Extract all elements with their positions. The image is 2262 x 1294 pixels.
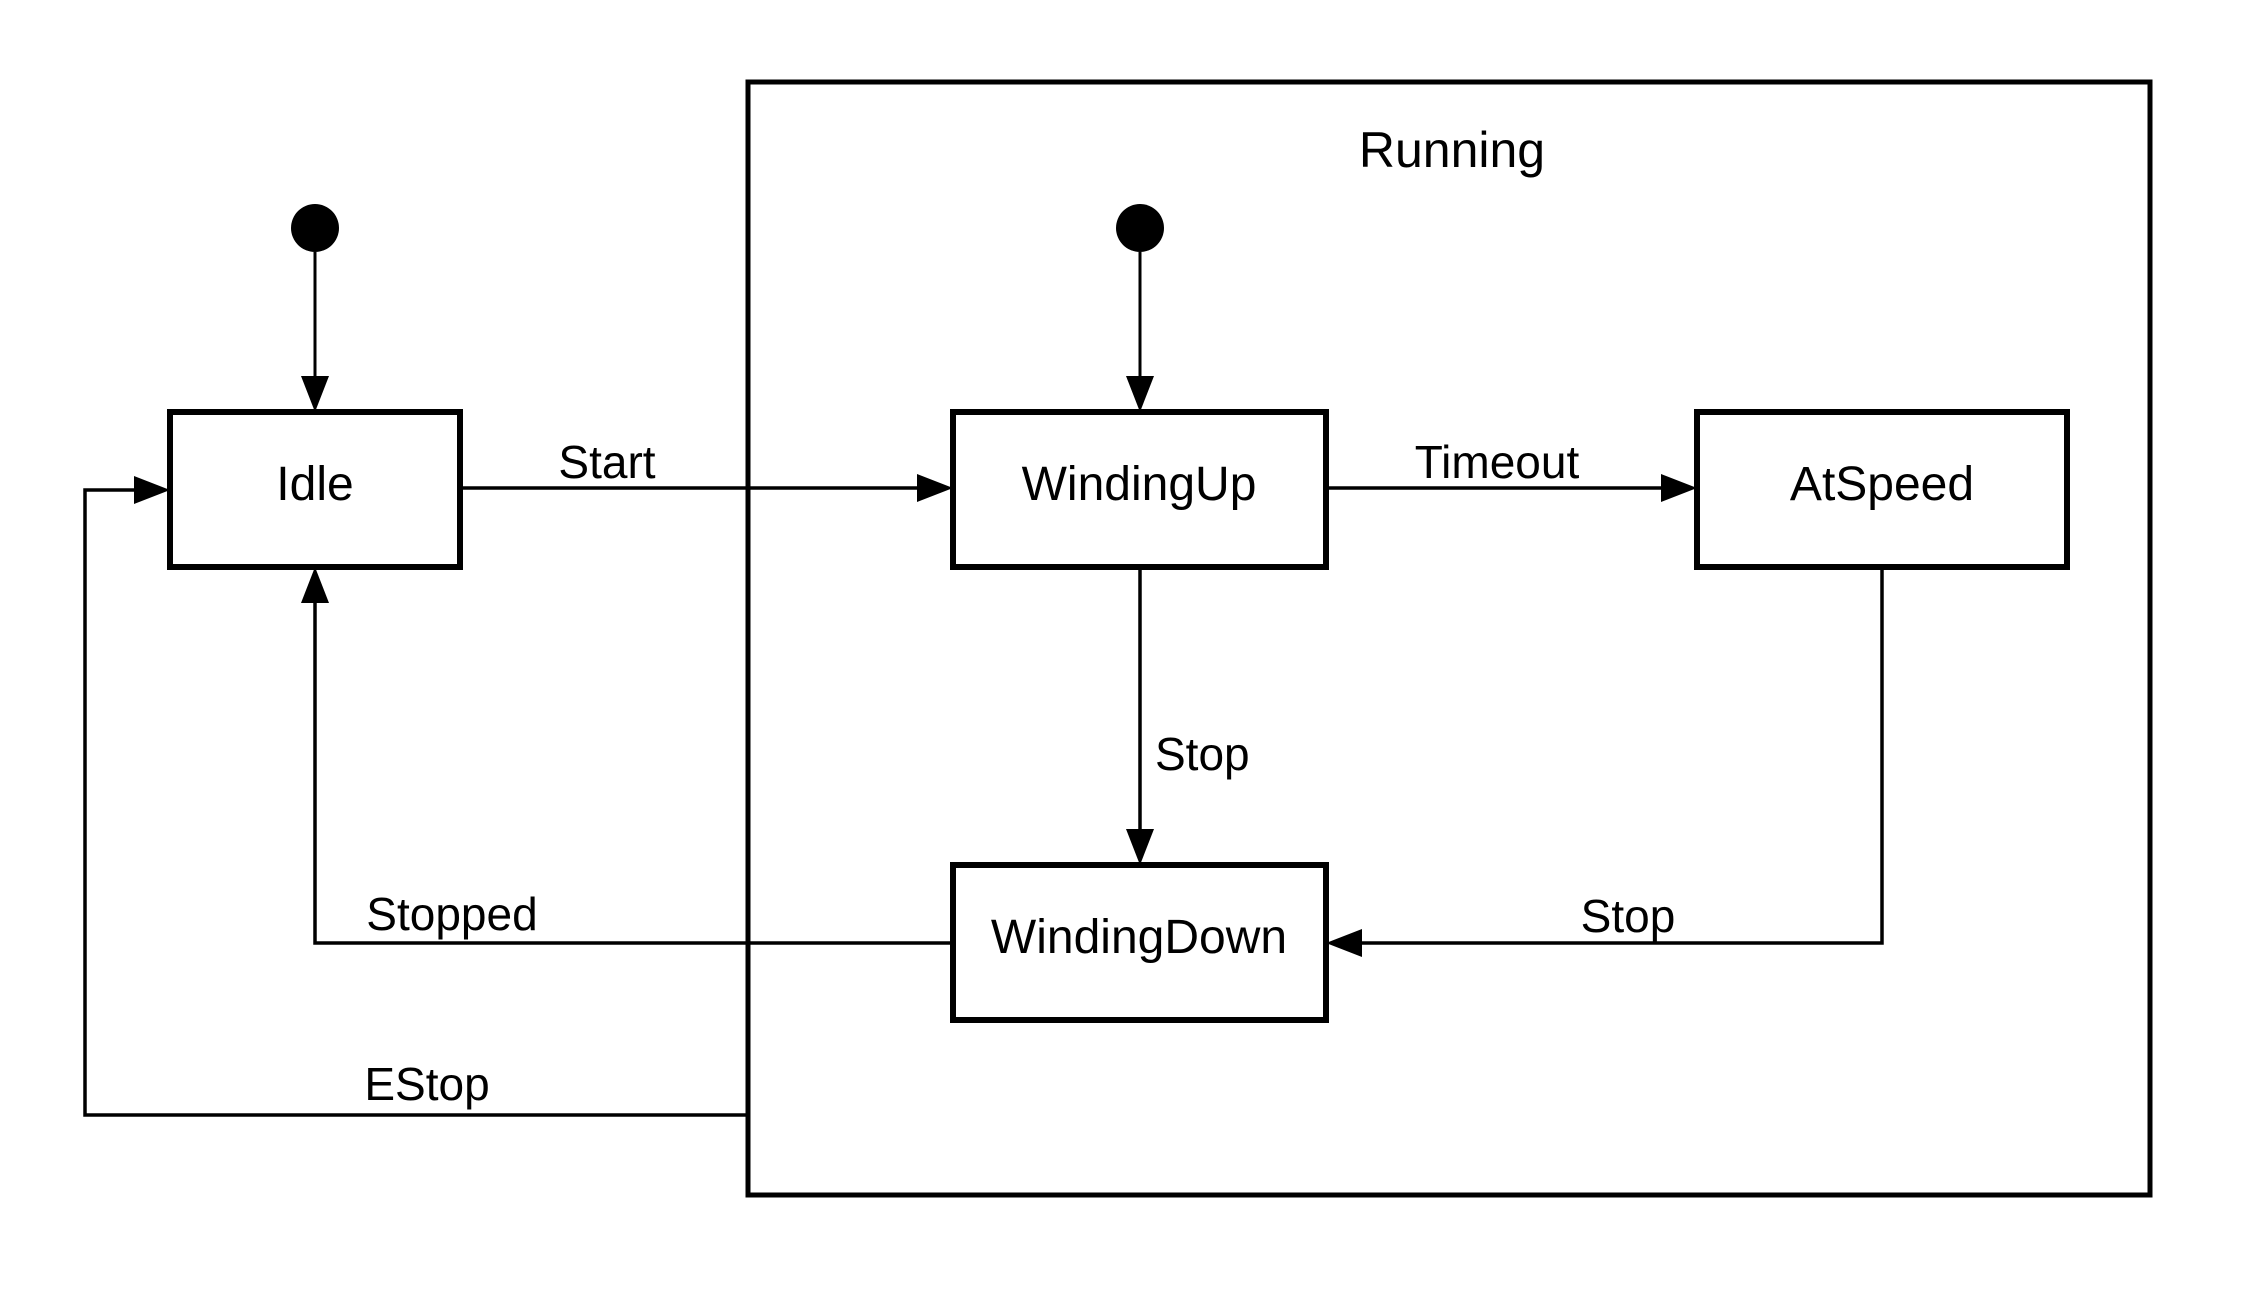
arrowhead-estop <box>134 476 170 504</box>
running-composite-label: Running <box>1359 122 1545 178</box>
transition-estop-label: EStop <box>364 1058 489 1110</box>
initial-dot-idle <box>291 204 339 252</box>
arrowhead-initial-idle <box>301 376 329 412</box>
arrowhead-timeout <box>1661 474 1697 502</box>
transition-stopped-label: Stopped <box>366 888 537 940</box>
running-composite-box <box>745 79 2153 1198</box>
arrowhead-initial-windingup <box>1126 376 1154 412</box>
arrowhead-stop-windingup <box>1126 829 1154 865</box>
transition-stopped-line <box>313 601 953 945</box>
arrowhead-stopped <box>301 567 329 603</box>
windingup-state-label: WindingUp <box>1022 458 1257 511</box>
windingdown-state-box <box>950 862 1329 1023</box>
atspeed-state-label: AtSpeed <box>1790 458 1974 511</box>
atspeed-state-box <box>1694 409 2070 570</box>
transition-start-label: Start <box>558 436 655 488</box>
transition-stop-windingup-label: Stop <box>1155 728 1250 780</box>
arrowhead-stop-atspeed <box>1326 929 1362 957</box>
idle-state-box <box>167 409 463 570</box>
transition-stop-atspeed-label: Stop <box>1581 890 1676 942</box>
initial-dot-windingup <box>1116 204 1164 252</box>
transition-timeout-label: Timeout <box>1415 436 1580 488</box>
windingdown-state-label: WindingDown <box>991 911 1287 964</box>
windingup-state-box <box>950 409 1329 570</box>
idle-state-label: Idle <box>276 458 353 511</box>
arrowhead-start <box>917 474 953 502</box>
transition-estop-line <box>83 488 748 1117</box>
transition-stop-atspeed-line <box>1360 567 1884 945</box>
